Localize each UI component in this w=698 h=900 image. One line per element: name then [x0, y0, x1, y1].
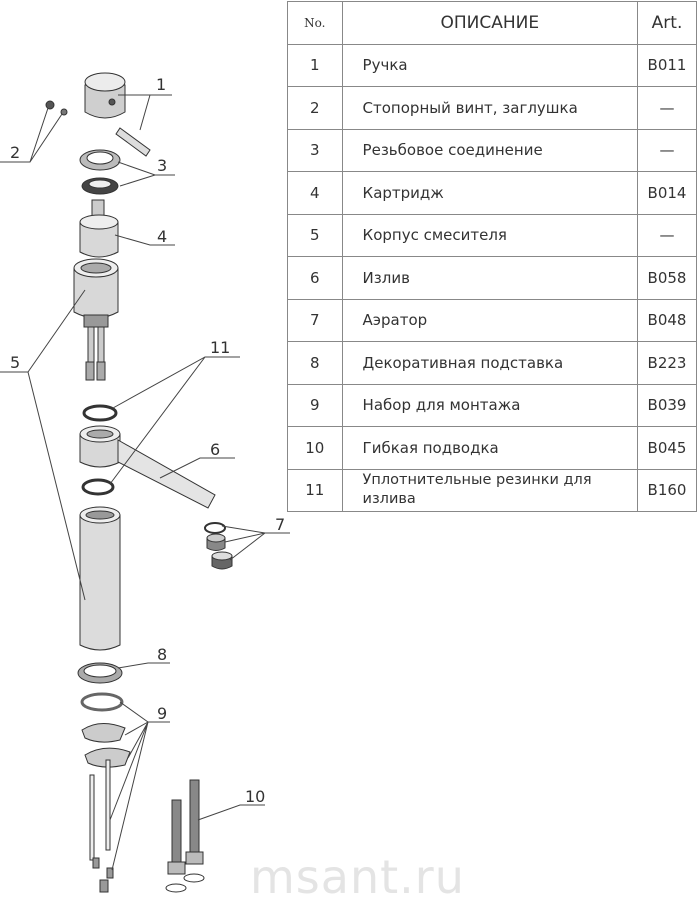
part-number: 1 — [287, 43, 343, 87]
callout-8: 8 — [157, 645, 167, 664]
part-number: 9 — [287, 383, 343, 427]
part-description: Резьбовое соединение — [341, 128, 639, 172]
part-spout — [79, 425, 216, 509]
part-mounting-kit — [80, 692, 131, 893]
part-article: B014 — [637, 171, 697, 215]
callout-1: 1 — [156, 75, 166, 94]
part-description: Корпус смесителя — [341, 213, 639, 257]
part-number: 5 — [287, 213, 343, 257]
part-body-tube — [79, 506, 121, 651]
part-description: Ручка — [341, 43, 639, 87]
part-flexible-hoses — [165, 779, 205, 893]
part-article: B045 — [637, 426, 697, 470]
part-spout-seals — [81, 404, 118, 496]
header-description: ОПИСАНИЕ — [341, 1, 639, 45]
table-header: No. ОПИСАНИЕ Art. — [287, 1, 697, 45]
part-description: Излив — [341, 256, 639, 300]
callout-labels: 1 2 3 4 5 6 7 8 9 10 11 — [10, 75, 285, 806]
part-article: B011 — [637, 43, 697, 87]
part-number: 2 — [287, 86, 343, 130]
header-art: Art. — [637, 1, 697, 45]
part-aerator — [204, 522, 233, 570]
part-number: 3 — [287, 128, 343, 172]
part-article: B223 — [637, 341, 697, 385]
part-number: 11 — [287, 468, 343, 512]
part-article: — — [637, 128, 697, 172]
header-no: No. — [287, 1, 343, 45]
part-description: Декоративная подставка — [341, 341, 639, 385]
part-description: Стопорный винт, заглушка — [341, 86, 639, 130]
part-article: — — [637, 213, 697, 257]
callout-5: 5 — [10, 353, 20, 372]
callout-2: 2 — [10, 143, 20, 162]
part-cartridge — [79, 199, 119, 258]
part-number: 10 — [287, 426, 343, 470]
callout-7: 7 — [275, 515, 285, 534]
part-description: Уплотнительные резинки для излива — [341, 468, 639, 512]
part-number: 4 — [287, 171, 343, 215]
part-mixer-body — [73, 258, 119, 381]
part-description: Картридж — [341, 171, 639, 215]
part-number: 8 — [287, 341, 343, 385]
leader-lines — [0, 94, 290, 871]
part-threaded-connection — [79, 149, 121, 195]
part-description: Аэратор — [341, 298, 639, 342]
callout-9: 9 — [157, 704, 167, 723]
callout-4: 4 — [157, 227, 167, 246]
part-description: Набор для монтажа — [341, 383, 639, 427]
callout-11: 11 — [210, 338, 230, 357]
callout-3: 3 — [157, 156, 167, 175]
callout-6: 6 — [210, 440, 220, 459]
part-article: B039 — [637, 383, 697, 427]
part-article: — — [637, 86, 697, 130]
part-number: 7 — [287, 298, 343, 342]
part-handle — [84, 72, 151, 157]
part-article: B160 — [637, 468, 697, 512]
part-number: 6 — [287, 256, 343, 300]
part-article: B048 — [637, 298, 697, 342]
part-article: B058 — [637, 256, 697, 300]
watermark: msant.ru — [250, 850, 465, 900]
part-description: Гибкая подводка — [341, 426, 639, 470]
callout-10: 10 — [245, 787, 265, 806]
part-decorative-base — [77, 662, 123, 684]
part-screws — [45, 100, 68, 116]
